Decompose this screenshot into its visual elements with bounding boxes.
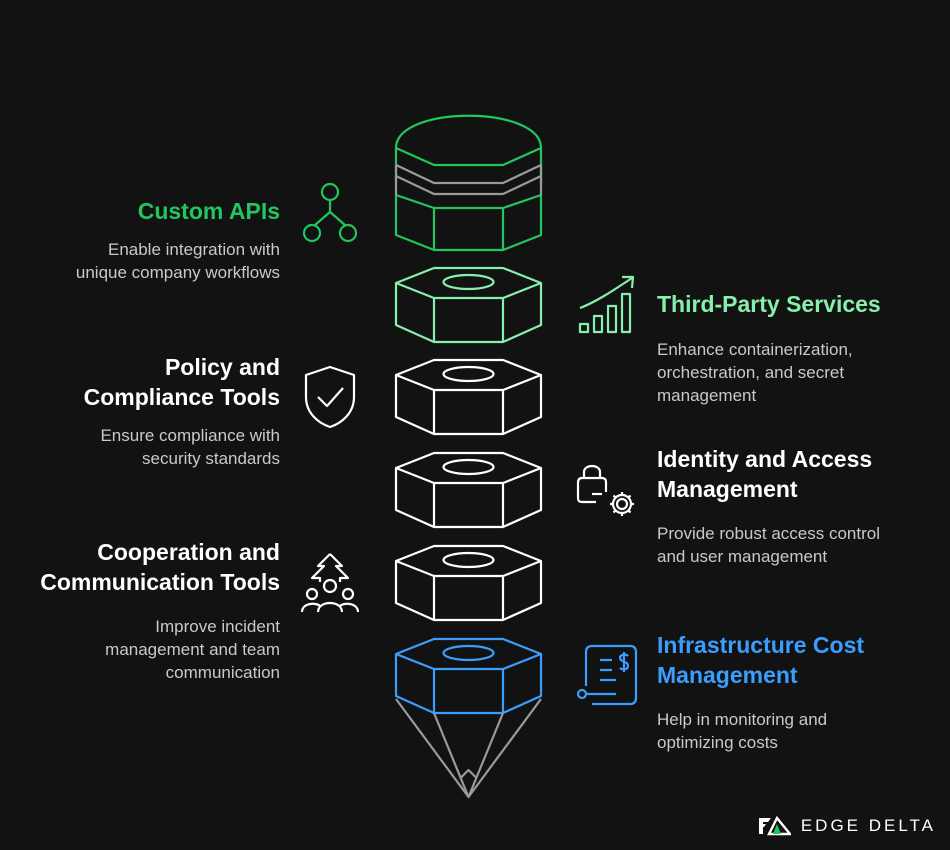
bottom-cone-tip xyxy=(395,698,542,799)
nut-segment xyxy=(394,544,543,622)
nut-segment xyxy=(394,637,543,715)
nut-segment xyxy=(394,266,543,344)
item-cooperation-communication: Cooperation and Communication Tools Impr… xyxy=(40,537,280,684)
item-description: Provide robust access control and user m… xyxy=(657,524,880,566)
item-description: Help in monitoring and optimizing costs xyxy=(657,710,828,752)
edge-delta-logo-icon xyxy=(758,816,791,836)
item-custom-apis: Custom APIs Enable integration with uniq… xyxy=(76,196,280,284)
item-title: Custom APIs xyxy=(137,198,280,224)
nut-segment xyxy=(394,451,543,529)
item-description: Enhance containerization, orchestration,… xyxy=(657,340,853,405)
growth-chart-icon xyxy=(578,275,635,334)
item-title: Policy and Compliance Tools xyxy=(83,354,280,410)
top-cap-bands xyxy=(394,164,543,196)
item-title: Infrastructure Cost Management xyxy=(657,632,865,688)
item-title: Third-Party Services xyxy=(657,291,881,317)
item-policy-compliance: Policy and Compliance Tools Ensure compl… xyxy=(84,352,280,470)
item-description: Ensure compliance with security standard… xyxy=(100,426,280,468)
invoice-dollar-icon xyxy=(576,644,638,706)
lock-gear-icon xyxy=(576,464,634,516)
brand-logo-text: EDGE DELTA xyxy=(800,816,936,835)
nut-segment xyxy=(394,358,543,436)
item-description: Enable integration with unique company w… xyxy=(75,240,280,282)
item-title: Identity and Access Management xyxy=(657,446,873,502)
item-identity-access: Identity and Access Management Provide r… xyxy=(657,444,880,568)
item-title: Cooperation and Communication Tools xyxy=(40,539,280,595)
item-third-party-services: Third-Party Services Enhance containeriz… xyxy=(657,289,881,407)
shield-check-icon xyxy=(304,365,356,429)
item-description: Improve incident management and team com… xyxy=(105,617,280,682)
hierarchy-nodes-icon xyxy=(302,182,358,243)
team-arrow-icon xyxy=(300,553,360,613)
item-infrastructure-cost: Infrastructure Cost Management Help in m… xyxy=(657,630,864,754)
brand-logo: EDGE DELTA xyxy=(757,816,936,836)
